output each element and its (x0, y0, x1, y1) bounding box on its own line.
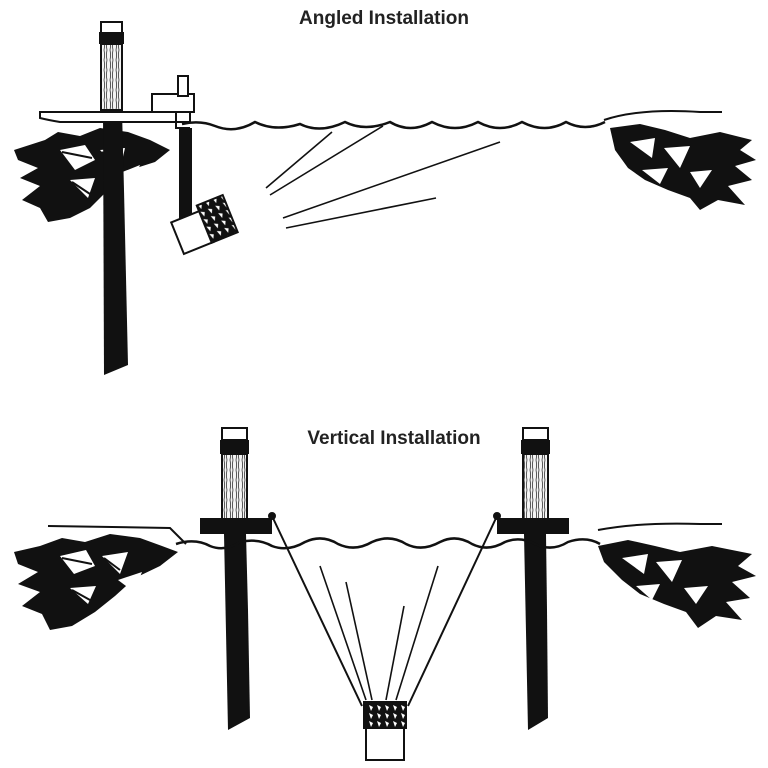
dock-post-top (99, 21, 128, 375)
right-bank-rocks-bottom (598, 540, 756, 628)
dock-plank (39, 111, 191, 123)
water-surface-top (181, 120, 606, 131)
left-bank-rocks-top (14, 128, 170, 222)
mount-bracket (151, 75, 195, 129)
water-surface-bottom (175, 537, 601, 550)
vertical-sensor (363, 701, 407, 761)
right-bank-rocks-top (610, 124, 756, 210)
angled-sensor (169, 193, 240, 256)
vertical-panel (14, 427, 756, 761)
right-post-bottom (497, 427, 569, 730)
left-bank-rocks-bottom (14, 534, 178, 630)
vertical-installation-title: Vertical Installation (307, 428, 481, 449)
signal-beams-vertical (319, 565, 439, 701)
left-post-bottom (200, 427, 272, 730)
angled-installation-title: Angled Installation (299, 8, 469, 29)
angled-panel (14, 21, 756, 375)
signal-beams-angled (265, 125, 501, 229)
sensor-pole (179, 128, 192, 222)
suspension-cables (268, 512, 501, 707)
